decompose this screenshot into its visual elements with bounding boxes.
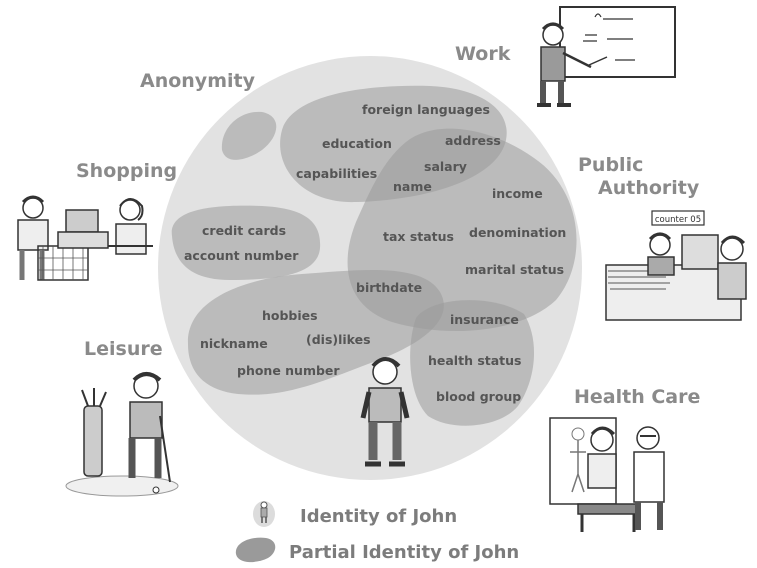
context-shopping: Shopping bbox=[76, 160, 178, 182]
attr-foreign-languages: foreign languages bbox=[362, 102, 490, 117]
attr-tax-status: tax status bbox=[383, 229, 454, 244]
legend-partial-identity-label: Partial Identity of John bbox=[289, 542, 520, 563]
attr-salary: salary bbox=[424, 159, 467, 174]
health-care-illustration bbox=[549, 417, 665, 532]
public-authority-illustration: counter 05 bbox=[605, 210, 747, 321]
attr-insurance: insurance bbox=[450, 312, 519, 327]
context-anonymity: Anonymity bbox=[140, 70, 255, 92]
partial-identity-shopping bbox=[171, 205, 321, 280]
attr-address: address bbox=[445, 133, 501, 148]
partial-identity-leisure bbox=[187, 269, 444, 395]
context-health-care: Health Care bbox=[574, 386, 701, 408]
partial-identity-anonymity bbox=[221, 111, 277, 160]
attr-credit-cards: credit cards bbox=[202, 223, 287, 238]
attr-income: income bbox=[492, 186, 543, 201]
partial-identity-health-care bbox=[410, 300, 535, 426]
context-public-line2: Authority bbox=[598, 177, 700, 199]
attr-education: education bbox=[322, 136, 392, 151]
attr-denomination: denomination bbox=[469, 225, 567, 240]
john-figure bbox=[360, 357, 410, 467]
shopping-illustration bbox=[17, 195, 153, 281]
attr-health-status: health status bbox=[428, 353, 522, 368]
context-public-line1: Public bbox=[578, 154, 644, 176]
attr-name: name bbox=[393, 179, 432, 194]
attr-capabilities: capabilities bbox=[296, 166, 378, 181]
legend-identity-label: Identity of John bbox=[300, 506, 458, 527]
leisure-illustration bbox=[65, 372, 179, 497]
partial-identity-legend-icon bbox=[235, 537, 276, 563]
counter-sign-text: counter 05 bbox=[655, 215, 701, 225]
attr-account-number: account number bbox=[184, 248, 299, 263]
context-work: Work bbox=[455, 43, 511, 65]
attr-nickname: nickname bbox=[200, 336, 268, 351]
attr-dislikes: (dis)likes bbox=[306, 332, 371, 347]
context-leisure: Leisure bbox=[84, 338, 163, 360]
work-illustration bbox=[537, 6, 676, 107]
attr-hobbies: hobbies bbox=[262, 308, 318, 323]
attr-phone-number: phone number bbox=[237, 363, 340, 378]
identity-legend-icon bbox=[253, 501, 275, 527]
attr-blood-group: blood group bbox=[436, 389, 522, 404]
attr-birthdate: birthdate bbox=[356, 280, 423, 295]
attr-marital-status: marital status bbox=[465, 262, 565, 277]
